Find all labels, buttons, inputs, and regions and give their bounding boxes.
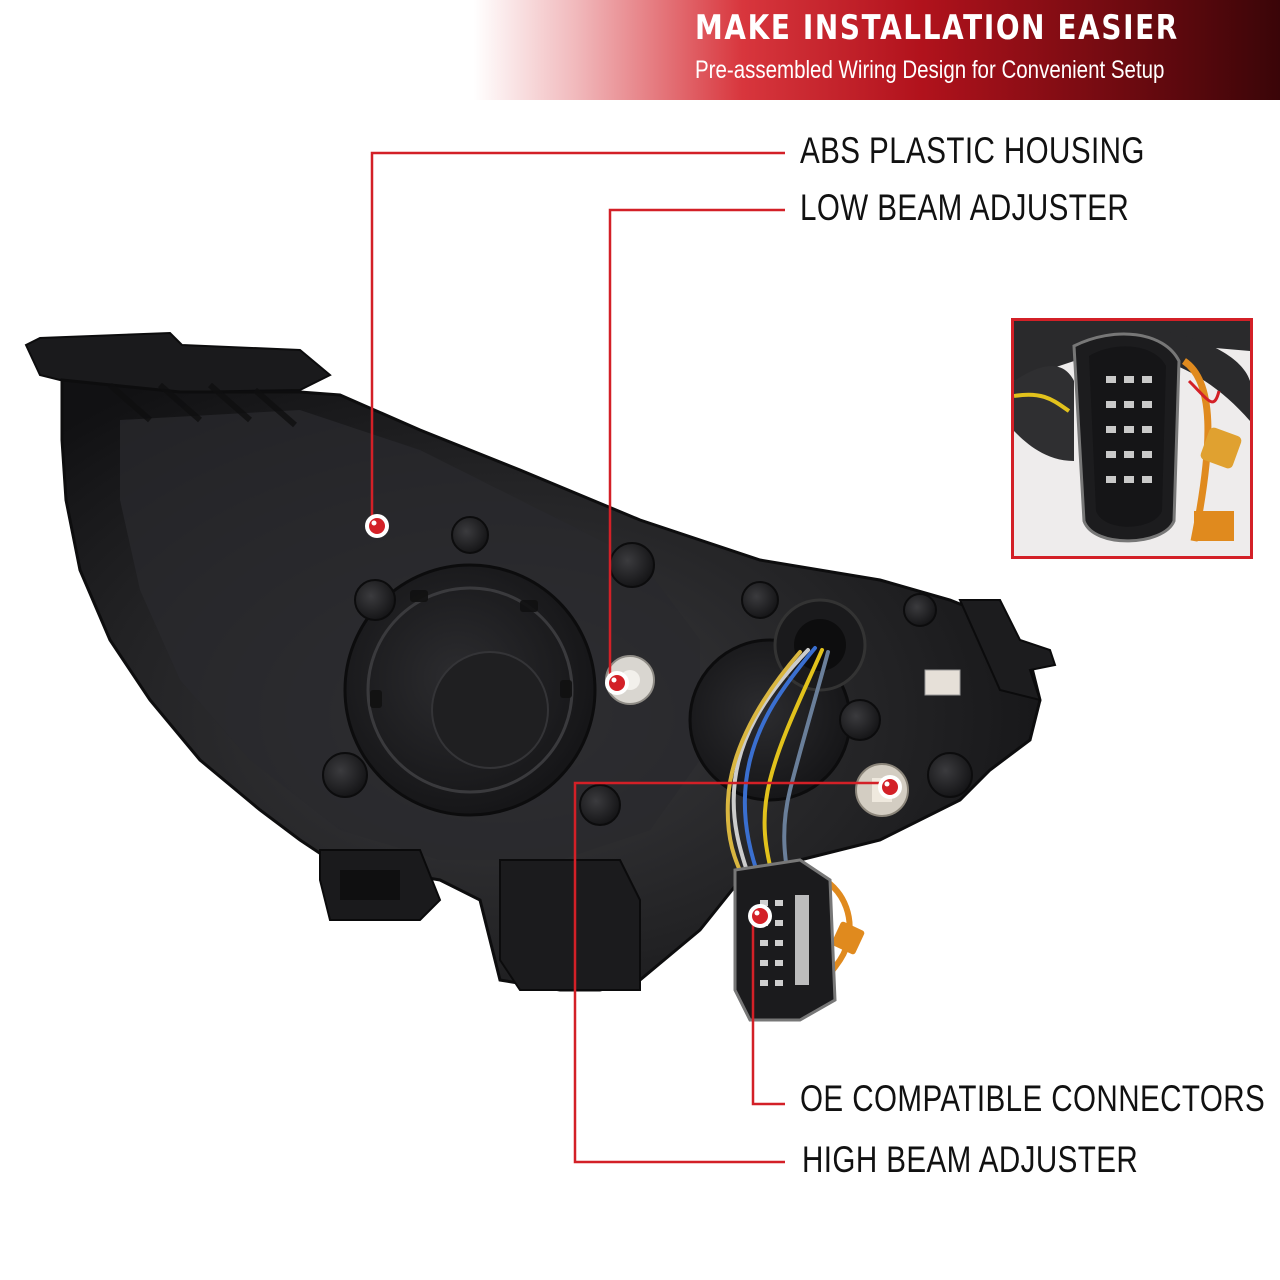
callout-high-beam-adjuster: HIGH BEAM ADJUSTER: [802, 1139, 1139, 1180]
callout-abs-plastic-housing: ABS PLASTIC HOUSING: [800, 130, 1145, 171]
banner-title: MAKE INSTALLATION EASIER: [695, 8, 1179, 48]
banner-subtitle: Pre-assembled Wiring Design for Convenie…: [695, 56, 1165, 84]
connector-closeup-icon: [1014, 321, 1250, 556]
connector-closeup-inset: [1011, 318, 1253, 559]
callout-oe-compatible-connectors: OE COMPATIBLE CONNECTORS: [800, 1078, 1266, 1119]
header-banner: MAKE INSTALLATION EASIER Pre-assembled W…: [0, 0, 1280, 100]
callout-low-beam-adjuster: LOW BEAM ADJUSTER: [800, 187, 1130, 228]
